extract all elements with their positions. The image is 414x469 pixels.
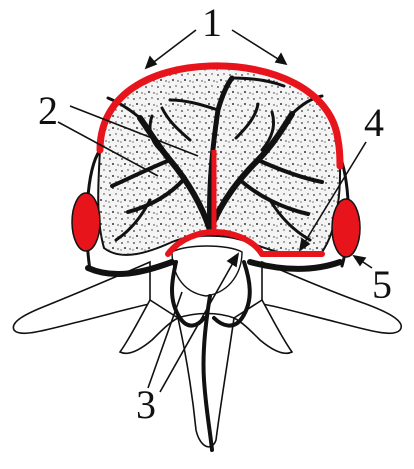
label-4: 4 xyxy=(364,100,384,145)
cancellous-bone-texture xyxy=(98,66,340,255)
label-1: 1 xyxy=(202,0,222,45)
label-3: 3 xyxy=(136,382,156,427)
label-5: 5 xyxy=(372,262,392,307)
label-2: 2 xyxy=(38,88,58,133)
arrowhead-1a xyxy=(146,57,156,68)
arrowhead-1b xyxy=(276,54,286,64)
vertebral-body xyxy=(98,66,340,255)
right-basal-vessel xyxy=(250,262,340,269)
spinal-canal xyxy=(172,246,242,296)
arrowhead-5 xyxy=(354,256,365,265)
left-basal-vessel xyxy=(88,262,172,274)
left-oval-marker xyxy=(72,193,100,251)
right-oval-marker xyxy=(332,199,360,257)
